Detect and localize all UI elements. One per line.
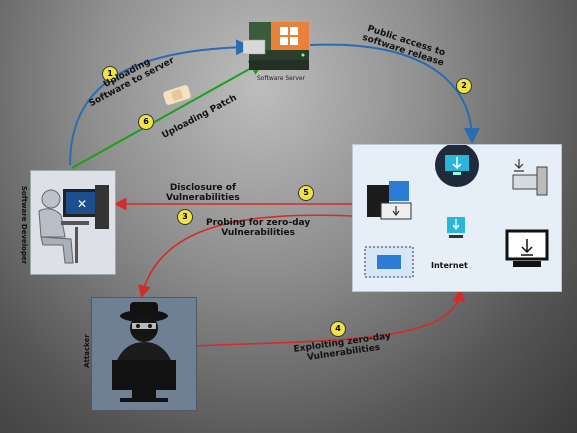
- step-label-5: Disclosure of Vulnerabilities: [166, 183, 240, 203]
- step-badge-5: 5: [298, 185, 314, 201]
- step-3-line2: Vulnerabilities: [221, 228, 295, 238]
- server-icon: [242, 22, 309, 70]
- svg-text:✕: ✕: [77, 197, 87, 211]
- arrow-exploiting: [194, 288, 466, 347]
- internet-label: Internet: [431, 261, 468, 270]
- step-3-line1: Probing for zero-day: [206, 218, 311, 228]
- step-badge-3: 3: [177, 209, 193, 225]
- developer-panel: ✕: [30, 170, 116, 275]
- attacker-icon: [112, 302, 176, 402]
- step-badge-6: 6: [138, 114, 154, 130]
- internet-panel: Internet: [352, 143, 562, 292]
- step-badge-1: 1: [102, 66, 118, 82]
- attacker-panel: [91, 297, 197, 411]
- step-badge-2: 2: [456, 78, 472, 94]
- step-badge-4: 4: [330, 321, 346, 337]
- attacker-label: Attacker: [83, 334, 91, 368]
- step-5-line1: Disclosure of: [169, 183, 236, 193]
- arrow-probing: [138, 214, 353, 299]
- arrow-public-access: [309, 43, 480, 144]
- patch-icon: [163, 85, 191, 105]
- step-label-3: Probing for zero-day Vulnerabilities: [206, 218, 310, 238]
- arrow-upload-patch: [71, 60, 266, 169]
- software-server: Software Server: [242, 20, 311, 82]
- developer-label: Software Developer: [20, 185, 28, 265]
- step-5-line2: Vulnerabilities: [166, 193, 240, 203]
- developer-icon: ✕: [38, 185, 109, 264]
- server-label: Software Server: [257, 75, 306, 82]
- internet-devices: [364, 143, 549, 278]
